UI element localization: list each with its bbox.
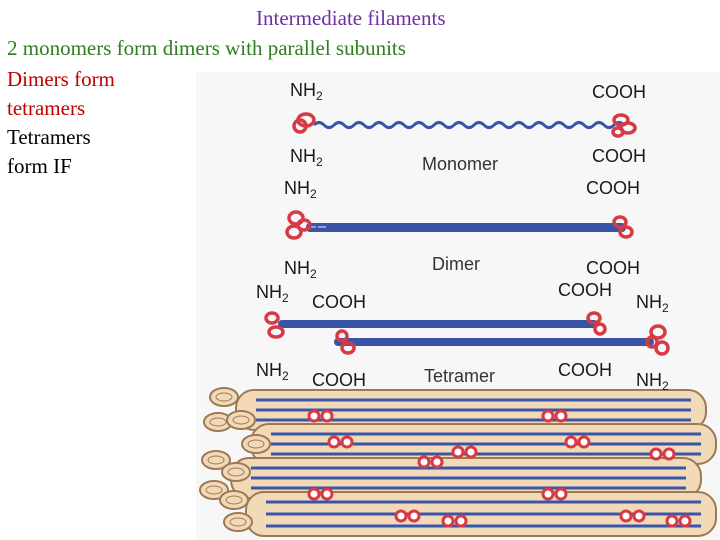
dimer-caption: Dimer [432,254,480,274]
tetramer-nh2-top-left-label: NH2 [256,282,289,305]
tetramers-form-text: Tetramers [7,125,91,149]
dimer-cooh-top-label: COOH [586,178,640,198]
monomer-head-n [292,112,316,134]
dimer-rod [306,223,626,232]
dimer-tail-c [612,215,634,239]
tetramer-tail-right [586,311,607,336]
filament-end-rings [205,392,265,527]
tetramer-cooh-top-left-label: COOH [312,292,366,312]
tetramer-nh2-bottom-left-label: NH2 [256,360,289,383]
tetramer-cooh-top-right-label: COOH [558,280,612,300]
tetramer-cooh-bottom-left-label: COOH [312,370,366,390]
filament-bundle [199,387,717,537]
monomer [292,112,637,138]
tetramer-tail-left [335,329,356,355]
tetramer-head-left [264,311,285,339]
monomer-rod [312,121,626,129]
filament-head-dots [307,409,692,528]
tetramer-nh2-top-right-label: NH2 [636,292,669,315]
tetramer-head-right [645,324,670,356]
tetramer [264,311,670,356]
tetramer-cooh-bottom-right-label: COOH [558,360,612,380]
intermediate-filament-diagram: NH2 COOH NH2 Monomer COOH NH2 COOH NH2 D… [196,72,720,540]
tetramer-rod-top [278,320,598,328]
dimer [285,210,634,240]
tetramer-rod-bottom [334,338,654,346]
monomer-nh2-bottom-label: NH2 [290,146,323,169]
tetramers-text: tetramers [7,96,86,120]
monomer-cooh-bottom-label: COOH [592,146,646,166]
dimers-form-text: Dimers form [7,67,115,91]
monomer-nh2-top-label: NH2 [290,80,323,103]
left-text-block: Dimers form tetramers Tetramers form IF [7,65,115,181]
diagram-artwork [196,72,720,540]
dimer-cooh-bottom-label: COOH [586,258,640,278]
tetramer-caption: Tetramer [424,366,496,386]
monomer-cooh-top-label: COOH [592,82,646,102]
dimer-head-n [285,210,312,240]
dimer-nh2-bottom-label: NH2 [284,258,317,281]
monomer-tail-c [611,113,637,138]
tetramer-nh2-bottom-right-label: NH2 [636,370,669,393]
form-if-text: form IF [7,154,72,178]
filament-tube-ends [199,387,271,532]
monomer-caption: Monomer [422,154,499,174]
dimer-statement: 2 monomers form dimers with parallel sub… [7,36,406,60]
dimer-nh2-top-label: NH2 [284,178,317,201]
slide-title: Intermediate filaments [256,6,446,30]
